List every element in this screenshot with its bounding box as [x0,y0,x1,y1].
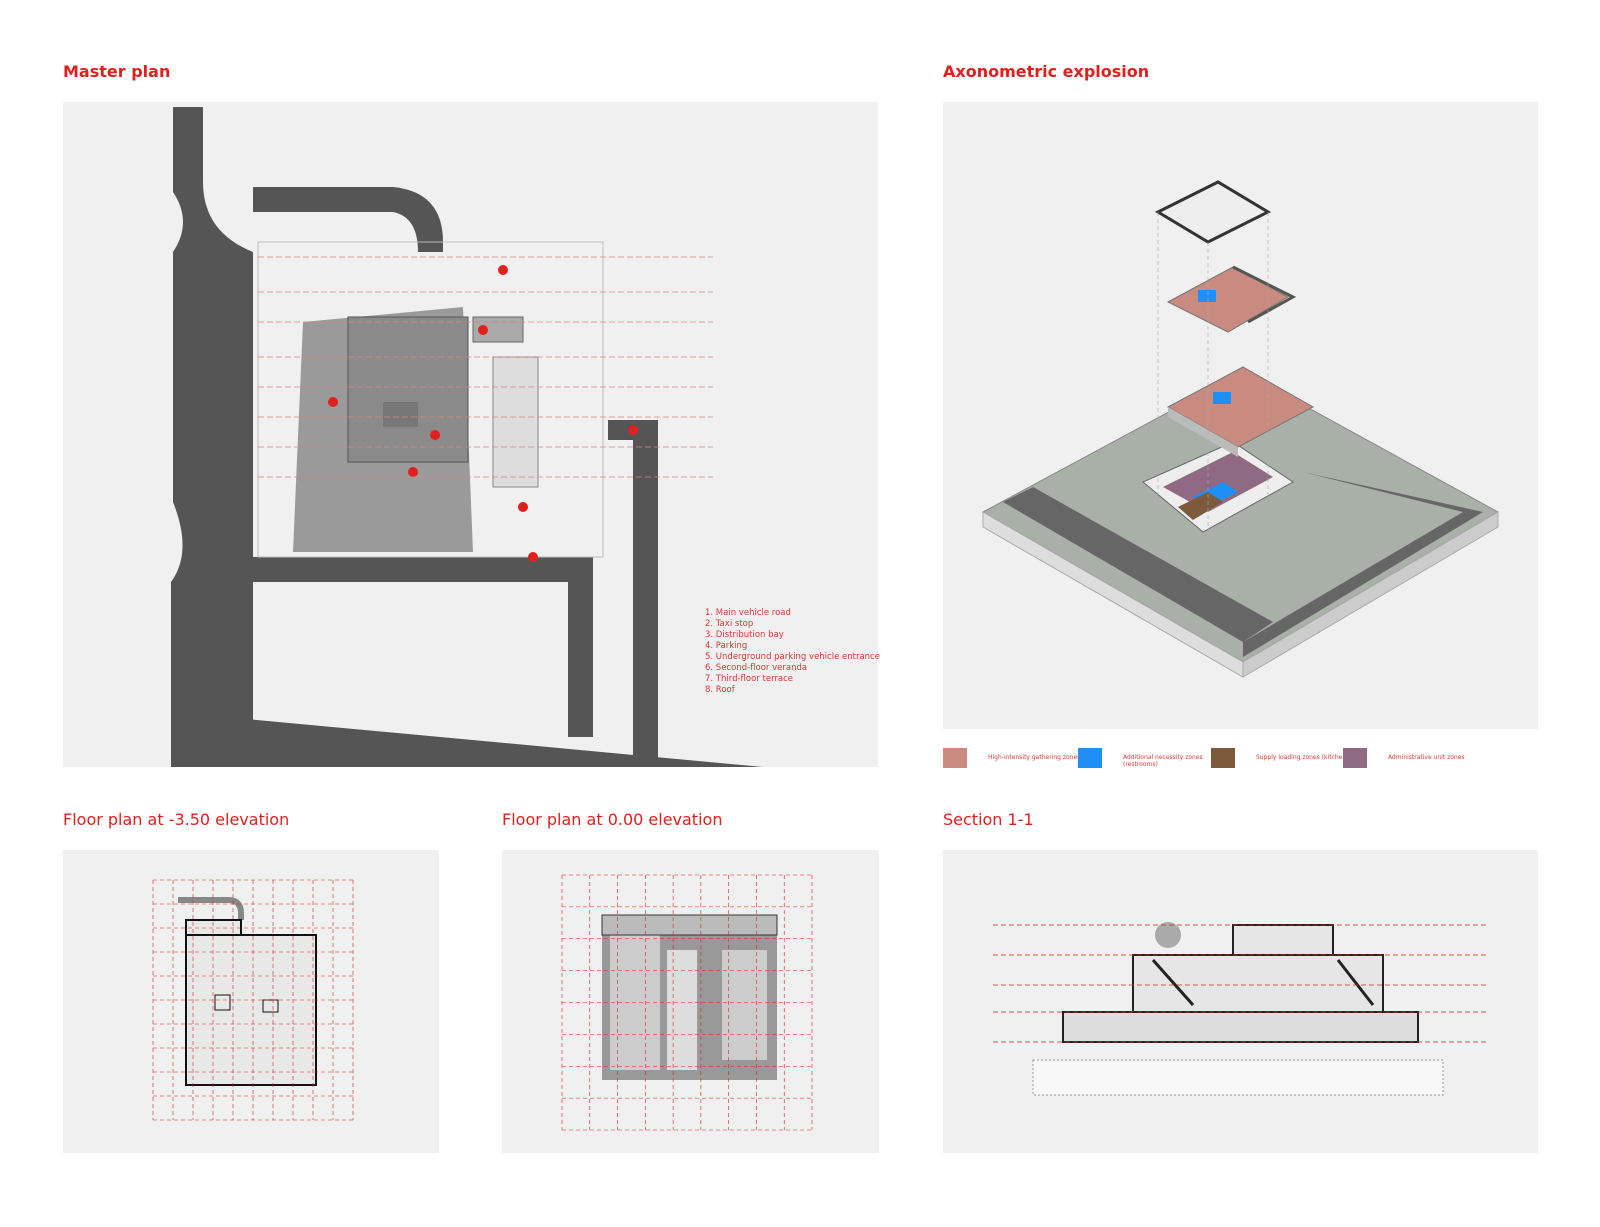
legend-swatch [943,748,967,768]
legend-item: 6. Second-floor veranda [705,663,808,673]
section-title: Section 1-1 [943,810,1034,829]
legend-item: 7. Third-floor terrace [705,674,794,684]
legend-item: 5. Underground parking vehicle entrance [705,652,880,662]
floor-plan-minus-drawing [63,850,439,1153]
master-plan-legend: 1. Main vehicle road 2. Taxi stop 3. Dis… [705,608,880,696]
legend-item: 8. Roof [705,685,735,695]
master-plan-title: Master plan [63,62,171,81]
legend-item: 2. Taxi stop [705,619,754,629]
legend-item: 1. Main vehicle road [705,608,791,618]
axonometric-drawing [943,102,1538,729]
master-plan-drawing [63,102,878,767]
floor-plan-zero-drawing [502,850,879,1153]
legend-label: Supply loading zones (kitchen) [1256,754,1349,761]
floor-minus-title: Floor plan at -3.50 elevation [63,810,290,829]
legend-label: High-intensity gathering zones [988,754,1081,761]
legend-swatch [1211,748,1235,768]
legend-label: Administrative unit zones [1388,754,1465,761]
legend-item: 3. Distribution bay [705,630,784,640]
legend-swatch [1078,748,1102,768]
floor-zero-title: Floor plan at 0.00 elevation [502,810,723,829]
legend-item: 4. Parking [705,641,748,651]
section-drawing [943,850,1538,1153]
legend-label: Additional necessity zones (restrooms) [1123,754,1203,768]
axonometric-legend: High-intensity gathering zones Additiona… [943,748,1503,772]
legend-swatch [1343,748,1367,768]
axonometric-title: Axonometric explosion [943,62,1150,81]
